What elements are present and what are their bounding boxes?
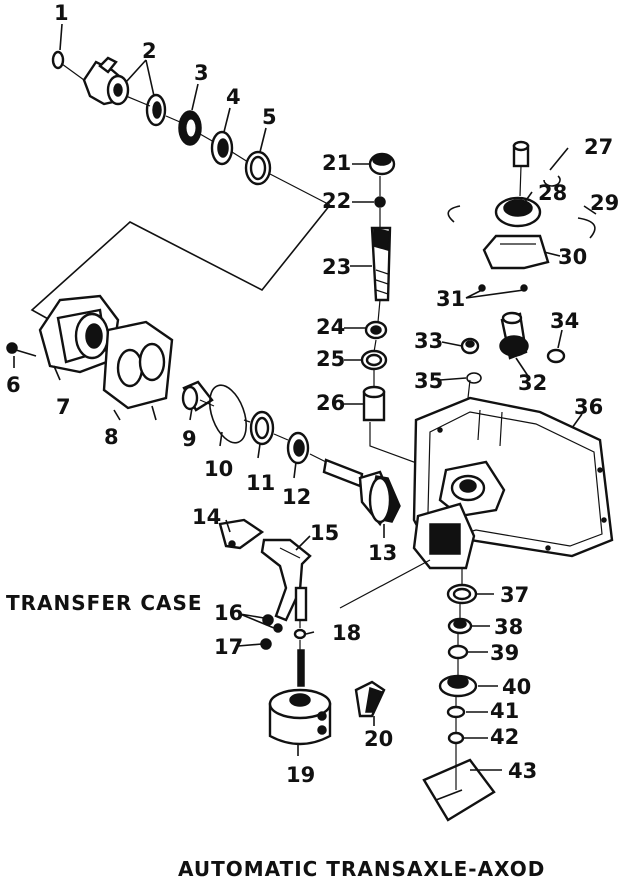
callout-32: 32 bbox=[518, 371, 547, 395]
callout-24: 24 bbox=[316, 315, 345, 339]
callout-1: 1 bbox=[54, 1, 69, 25]
part-2-seal bbox=[145, 93, 167, 127]
callout-43: 43 bbox=[508, 759, 537, 783]
callout-36: 36 bbox=[574, 395, 603, 419]
part-33-washer bbox=[460, 337, 480, 355]
callout-16: 16 bbox=[214, 601, 243, 625]
part-6-bolt bbox=[6, 342, 37, 357]
callout-26: 26 bbox=[316, 391, 345, 415]
part-18-retainer bbox=[293, 628, 307, 640]
callout-6: 6 bbox=[6, 373, 21, 397]
callout-40: 40 bbox=[502, 675, 531, 699]
part-34-ring bbox=[546, 348, 566, 364]
part-22-ball bbox=[374, 196, 386, 208]
part-39-washer bbox=[447, 644, 469, 660]
part-10-o-ring bbox=[208, 384, 248, 444]
part-43-cover-plate bbox=[422, 758, 496, 822]
leader-lines bbox=[13, 23, 597, 771]
callout-27: 27 bbox=[584, 135, 613, 159]
part-14-clip bbox=[218, 518, 265, 550]
part-12-bearing bbox=[286, 431, 310, 465]
callout-29: 29 bbox=[590, 191, 619, 215]
callout-31: 31 bbox=[436, 287, 465, 311]
part-23-shaft bbox=[370, 226, 392, 302]
callout-15: 15 bbox=[310, 521, 339, 545]
callout-30: 30 bbox=[558, 245, 587, 269]
callout-13: 13 bbox=[368, 541, 397, 565]
callout-10: 10 bbox=[204, 457, 233, 481]
part-7-extension-housing bbox=[38, 294, 120, 381]
callout-7: 7 bbox=[56, 395, 71, 419]
part-9-bushing bbox=[181, 380, 214, 412]
part-25-seal bbox=[360, 349, 388, 371]
part-5-race bbox=[244, 150, 272, 186]
callout-2: 2 bbox=[142, 39, 157, 63]
callout-35: 35 bbox=[414, 369, 443, 393]
section-label: TRANSFER CASE bbox=[6, 591, 203, 615]
callout-38: 38 bbox=[494, 615, 523, 639]
part-17-nut bbox=[260, 638, 272, 650]
part-21-bearing bbox=[368, 152, 396, 176]
callout-42: 42 bbox=[490, 725, 519, 749]
callout-17: 17 bbox=[214, 635, 243, 659]
callout-25: 25 bbox=[316, 347, 345, 371]
part-36-transfer-case bbox=[412, 396, 614, 570]
part-2-yoke bbox=[82, 56, 130, 106]
callout-4: 4 bbox=[226, 85, 241, 109]
part-27-clip bbox=[543, 175, 561, 187]
part-20-bracket bbox=[354, 680, 386, 718]
part-42-pin bbox=[447, 731, 465, 745]
part-40-gear bbox=[438, 674, 478, 698]
callout-19: 19 bbox=[286, 763, 315, 787]
callout-28: 28 bbox=[538, 181, 567, 205]
diagram-title: AUTOMATIC TRANSAXLE-AXOD bbox=[178, 857, 545, 881]
callout-11: 11 bbox=[246, 471, 275, 495]
part-4-bearing bbox=[210, 130, 234, 166]
part-30-housing bbox=[482, 234, 550, 270]
part-24-bearing bbox=[364, 320, 388, 340]
part-35-o-ring bbox=[466, 372, 482, 384]
callout-labels: 1 2 3 4 5 6 7 8 9 10 11 12 13 14 15 16 1… bbox=[6, 1, 619, 787]
part-15-shift-lever bbox=[260, 538, 312, 622]
part-28-gear bbox=[494, 140, 542, 228]
part-26-sleeve bbox=[362, 385, 386, 422]
part-19-speedometer-sensor bbox=[268, 586, 332, 746]
part-32-pinion-gear bbox=[499, 311, 529, 360]
part-11-seal bbox=[249, 410, 275, 446]
part-41-washer bbox=[446, 705, 466, 719]
callout-23: 23 bbox=[322, 255, 351, 279]
callout-20: 20 bbox=[364, 727, 393, 751]
callout-5: 5 bbox=[262, 105, 277, 129]
callout-34: 34 bbox=[550, 309, 579, 333]
callout-14: 14 bbox=[192, 505, 221, 529]
part-38-bearing bbox=[447, 617, 473, 635]
callout-18: 18 bbox=[332, 621, 361, 645]
part-1-retainer bbox=[51, 50, 65, 70]
callout-41: 41 bbox=[490, 699, 519, 723]
part-29-snap-rings bbox=[447, 205, 596, 239]
callout-8: 8 bbox=[104, 425, 119, 449]
callout-22: 22 bbox=[322, 189, 351, 213]
callout-12: 12 bbox=[282, 485, 311, 509]
part-13-drive-gear bbox=[322, 458, 401, 527]
callout-21: 21 bbox=[322, 151, 351, 175]
callout-37: 37 bbox=[500, 583, 529, 607]
part-37-seal bbox=[446, 583, 478, 605]
callout-9: 9 bbox=[182, 427, 197, 451]
callout-3: 3 bbox=[194, 61, 209, 85]
callout-39: 39 bbox=[490, 641, 519, 665]
callout-33: 33 bbox=[414, 329, 443, 353]
part-3-bearing bbox=[178, 110, 202, 146]
part-8-gaskets bbox=[102, 320, 174, 421]
